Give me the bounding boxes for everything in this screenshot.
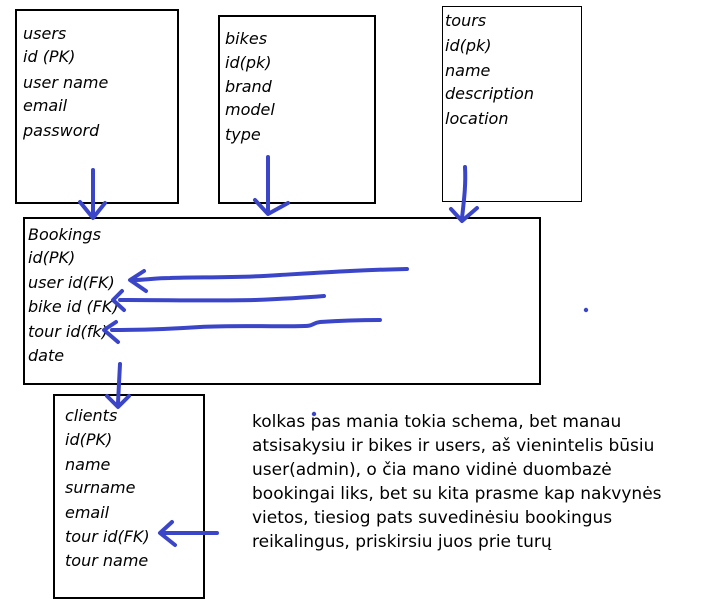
clients-field-name: name	[65, 455, 111, 474]
bookings-field-date: date	[28, 346, 65, 365]
bikes-title: bikes	[225, 29, 268, 48]
bookings-table: Bookings id(PK) user id(FK) bike id (FK)…	[23, 217, 541, 385]
users-table: users id (PK) user name email password	[15, 9, 179, 204]
bookings-field-bike-id: bike id (FK)	[28, 297, 119, 316]
bikes-field-id: id(pk)	[225, 53, 272, 72]
bikes-table: bikes id(pk) brand model type	[218, 15, 376, 204]
clients-field-surname: surname	[65, 478, 136, 497]
clients-table: clients id(PK) name surname email tour i…	[53, 394, 205, 599]
tours-field-location: location	[445, 109, 509, 128]
bookings-field-user-id: user id(FK)	[28, 273, 115, 292]
tours-title: tours	[445, 11, 487, 30]
note-text: kolkas pas mania tokia schema, bet manau…	[252, 410, 702, 554]
note-line: vietos, tiesiog pats suvedinėsiu booking…	[252, 508, 613, 528]
stray-dot	[583, 307, 589, 313]
bikes-field-brand: brand	[225, 77, 272, 96]
tours-field-description: description	[445, 84, 534, 103]
tours-table: tours id(pk) name description location	[442, 6, 582, 202]
bikes-field-type: type	[225, 125, 261, 144]
clients-field-tour-id: tour id(FK)	[65, 527, 150, 546]
users-field-email: email	[23, 96, 68, 115]
clients-field-email: email	[65, 503, 110, 522]
clients-field-tour-name: tour name	[65, 551, 149, 570]
note-line: atsisakysiu ir bikes ir users, aš vienin…	[252, 436, 655, 456]
note-line: reikalingus, priskirsiu juos prie turų	[252, 532, 552, 552]
bookings-title: Bookings	[28, 225, 101, 244]
note-line: user(admin), o čia mano vidinė duombazė	[252, 460, 612, 480]
note-line: kolkas pas mania tokia schema, bet manau	[252, 412, 622, 432]
clients-field-id: id(PK)	[65, 430, 113, 449]
users-field-id: id (PK)	[23, 47, 76, 66]
note-line: bookingai liks, bet su kita prasme kap n…	[252, 484, 662, 504]
users-title: users	[23, 24, 67, 43]
users-field-password: password	[23, 121, 100, 140]
clients-title: clients	[65, 406, 118, 425]
bookings-field-id: id(PK)	[28, 248, 76, 267]
bikes-field-model: model	[225, 100, 275, 119]
bookings-field-tour-id: tour id(fk)	[28, 322, 108, 341]
tours-field-id: id(pk)	[445, 36, 492, 55]
tours-field-name: name	[445, 61, 491, 80]
users-field-username: user name	[23, 73, 109, 92]
